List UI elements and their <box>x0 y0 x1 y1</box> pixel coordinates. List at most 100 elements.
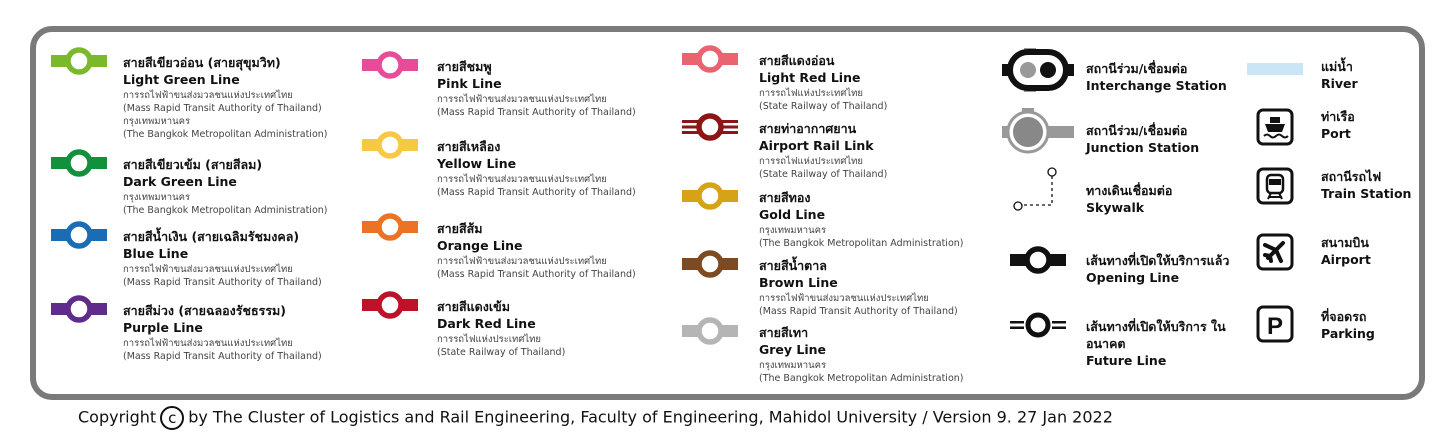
operator-text: การรถไฟฟ้าขนส่งมวลชนแห่งประเทศไทย <box>123 338 293 349</box>
line-name-thai: สายสีน้ำตาล <box>759 258 827 273</box>
line-name-thai: สายท่าอากาศยาน <box>759 121 857 136</box>
operator-text: (Mass Rapid Transit Authority of Thailan… <box>123 103 322 114</box>
operator-text: (State Railway of Thailand) <box>437 347 566 358</box>
line-name-thai: สายสีม่วง (สายฉลองรัชธรรม) <box>123 303 286 318</box>
symbol-name-thai: เส้นทางที่เปิดให้บริการแล้ว <box>1086 253 1230 268</box>
svg-text:P: P <box>1267 313 1283 340</box>
copyright-icon: c <box>160 406 185 430</box>
symbol-name-thai: ท่าเรือ <box>1321 109 1355 124</box>
line-label: สายสีชมพู Pink Line การรถไฟฟ้าขนส่งมวลชนแห… <box>437 58 636 119</box>
operator-text: การรถไฟแห่งประเทศไทย <box>759 156 863 167</box>
operator-text: การรถไฟฟ้าขนส่งมวลชนแห่งประเทศไทย <box>759 293 929 304</box>
line-label: สายสีแดงเข้ม Dark Red Line การรถไฟแห่งประเ… <box>437 298 565 359</box>
line-label: สายสีน้ำเงิน (สายเฉลิมรัชมงคล) Blue Line ก… <box>123 228 322 289</box>
skywalk-icon <box>1008 167 1068 217</box>
operator-text: (Mass Rapid Transit Authority of Thailan… <box>437 187 636 198</box>
future-line-icon <box>1008 310 1068 344</box>
operator-text: (Mass Rapid Transit Authority of Thailan… <box>437 269 636 280</box>
port-icon <box>1256 108 1294 150</box>
operator-text: กรุงเทพมหานคร <box>759 225 827 236</box>
river-icon <box>1247 60 1303 79</box>
operator-text: กรุงเทพมหานคร <box>759 360 827 371</box>
line-name-english: Airport Rail Link <box>759 138 874 153</box>
line-name-english: Orange Line <box>437 238 523 253</box>
line-name-english: Yellow Line <box>437 156 517 171</box>
line-name-english: Dark Red Line <box>437 316 536 331</box>
line-name-english: Brown Line <box>759 275 838 290</box>
legend-frame <box>30 26 1425 400</box>
symbol-name-thai: สถานีรถไฟ <box>1321 169 1382 184</box>
symbol-label: แม่น้ำ River <box>1321 58 1358 93</box>
operator-text: (Mass Rapid Transit Authority of Thailan… <box>437 107 636 118</box>
line-label: สายสีน้ำตาล Brown Line การรถไฟฟ้าขนส่งมวลช… <box>759 257 958 318</box>
line-label: สายสีเทา Grey Line กรุงเทพมหานคร (The Bangk… <box>759 324 964 385</box>
symbol-name-thai: แม่น้ำ <box>1321 59 1353 74</box>
junction-station-icon <box>1002 108 1074 160</box>
line-label: สายสีเขียวเข้ม (สายสีลม) Dark Green Line ก… <box>123 156 328 217</box>
symbol-label: ทางเดินเชื่อมต่อ Skywalk <box>1086 182 1172 217</box>
line-label: สายสีเขียวอ่อน (สายสุขุมวิท) Light Green … <box>123 54 328 141</box>
operator-text: กรุงเทพมหานคร <box>123 192 191 203</box>
line-name-thai: สายสีน้ำเงิน (สายเฉลิมรัชมงคล) <box>123 229 300 244</box>
copyright-prefix: Copyright <box>78 407 157 427</box>
line-label: สายสีส้ม Orange Line การรถไฟฟ้าขนส่งมวลชนแ… <box>437 220 636 281</box>
operator-text: (The Bangkok Metropolitan Administration… <box>123 129 328 140</box>
line-name-thai: สายสีชมพู <box>437 59 492 74</box>
symbol-label: สถานีร่วม/เชื่อมต่อ Junction Station <box>1086 122 1199 157</box>
operator-text: กรุงเทพมหานคร <box>123 116 191 127</box>
line-name-thai: สายสีแดงอ่อน <box>759 53 835 68</box>
line-name-english: Grey Line <box>759 342 827 357</box>
interchange-station-icon <box>1002 46 1074 98</box>
line-name-english: Purple Line <box>123 320 203 335</box>
operator-text: การรถไฟฟ้าขนส่งมวลชนแห่งประเทศไทย <box>437 94 607 105</box>
symbol-name-english: Skywalk <box>1086 200 1145 215</box>
operator-text: (Mass Rapid Transit Authority of Thailan… <box>123 277 322 288</box>
symbol-label: ที่จอดรถ Parking <box>1321 308 1375 343</box>
line-name-english: Light Green Line <box>123 72 240 87</box>
opening-line-icon <box>1008 245 1068 279</box>
symbol-name-english: Train Station <box>1321 186 1412 201</box>
line-label: สายท่าอากาศยาน Airport Rail Link การรถไฟแห… <box>759 120 887 181</box>
symbol-name-english: River <box>1321 76 1358 91</box>
line-name-thai: สายสีแดงเข้ม <box>437 299 510 314</box>
symbol-name-english: Interchange Station <box>1086 78 1227 93</box>
line-name-thai: สายสีเขียวอ่อน (สายสุขุมวิท) <box>123 55 281 70</box>
parking-icon: P <box>1256 305 1294 347</box>
operator-text: การรถไฟแห่งประเทศไทย <box>437 334 541 345</box>
operator-text: (Mass Rapid Transit Authority of Thailan… <box>123 351 322 362</box>
symbol-label: สถานีร่วม/เชื่อมต่อ Interchange Station <box>1086 60 1227 95</box>
line-name-english: Gold Line <box>759 207 826 222</box>
symbol-name-english: Parking <box>1321 326 1375 341</box>
operator-text: (The Bangkok Metropolitan Administration… <box>759 373 964 384</box>
operator-text: (The Bangkok Metropolitan Administration… <box>759 238 964 249</box>
line-name-thai: สายสีเทา <box>759 325 809 340</box>
line-name-thai: สายสีเขียวเข้ม (สายสีลม) <box>123 157 263 172</box>
symbol-name-thai: ทางเดินเชื่อมต่อ <box>1086 183 1173 198</box>
line-name-english: Pink Line <box>437 76 502 91</box>
operator-text: การรถไฟแห่งประเทศไทย <box>759 88 863 99</box>
train-station-icon <box>1256 167 1294 209</box>
line-name-english: Blue Line <box>123 246 189 261</box>
line-name-thai: สายสีส้ม <box>437 221 483 236</box>
line-name-english: Dark Green Line <box>123 174 237 189</box>
symbol-label: สถานีรถไฟ Train Station <box>1321 168 1411 203</box>
operator-text: (Mass Rapid Transit Authority of Thailan… <box>759 306 958 317</box>
line-label: สายสีม่วง (สายฉลองรัชธรรม) Purple Line การ… <box>123 302 322 363</box>
operator-text: การรถไฟฟ้าขนส่งมวลชนแห่งประเทศไทย <box>123 264 293 275</box>
symbol-name-english: Junction Station <box>1086 140 1200 155</box>
symbol-name-english: Airport <box>1321 252 1371 267</box>
operator-text: (The Bangkok Metropolitan Administration… <box>123 205 328 216</box>
symbol-name-thai: สถานีร่วม/เชื่อมต่อ <box>1086 61 1188 76</box>
symbol-name-thai: ที่จอดรถ <box>1321 309 1367 324</box>
operator-text: (State Railway of Thailand) <box>759 169 888 180</box>
operator-text: (State Railway of Thailand) <box>759 101 888 112</box>
operator-text: การรถไฟฟ้าขนส่งมวลชนแห่งประเทศไทย <box>437 256 607 267</box>
symbol-name-english: Future Line <box>1086 353 1167 368</box>
symbol-name-thai: สถานีร่วม/เชื่อมต่อ <box>1086 123 1188 138</box>
